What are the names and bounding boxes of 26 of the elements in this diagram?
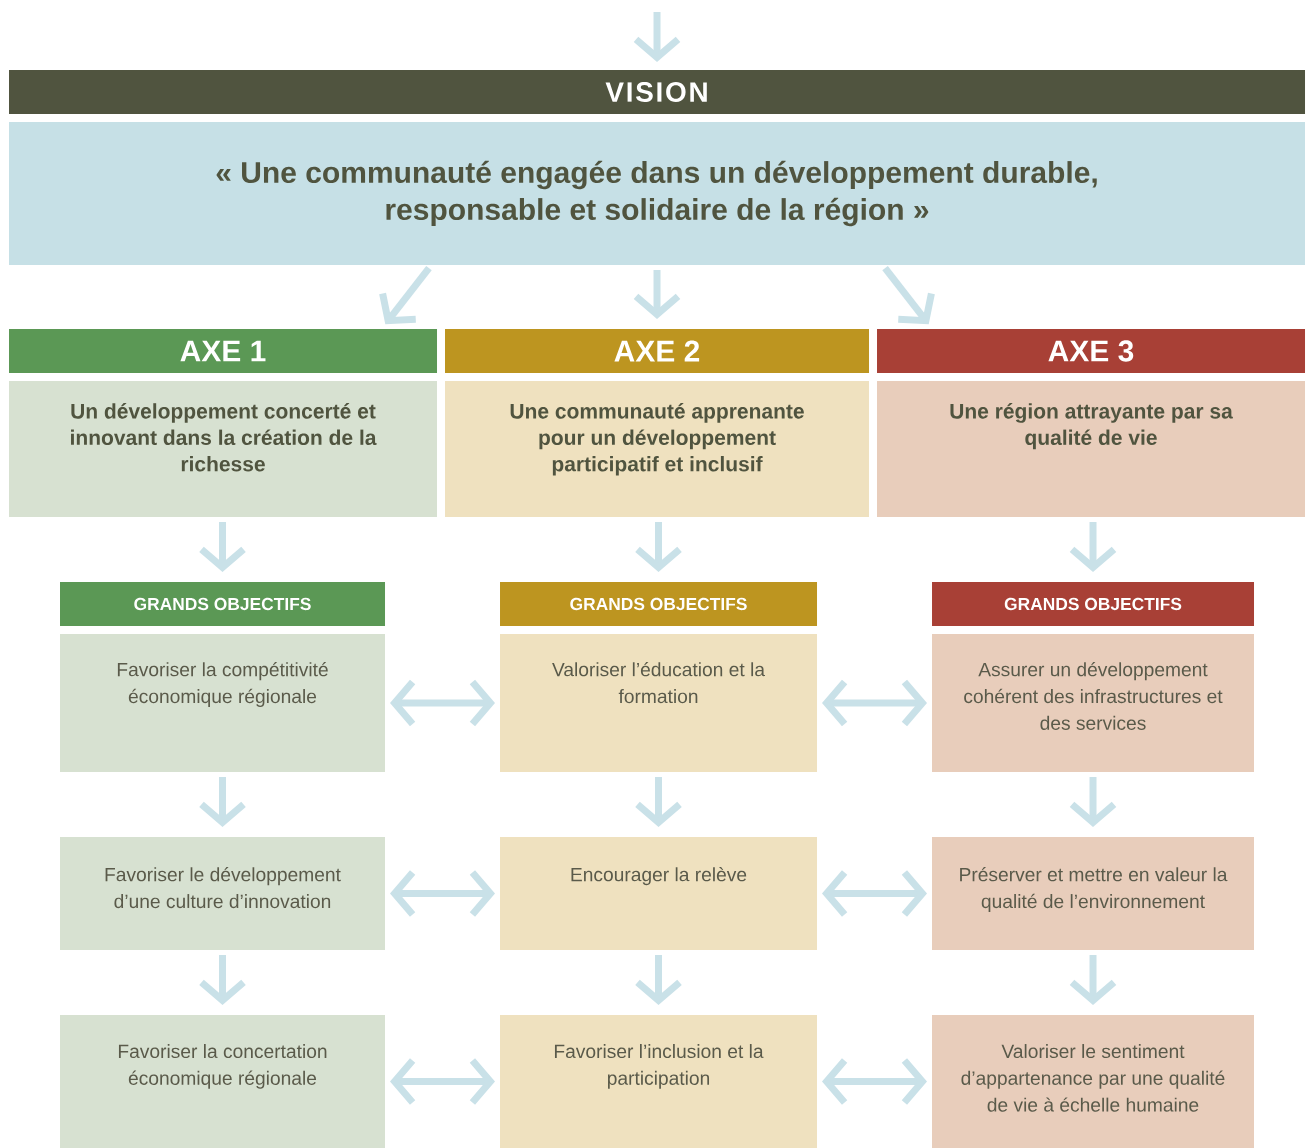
objective-box: Préserver et mettre en valeur la qualité de l’environnement <box>932 837 1254 950</box>
objective-box: Encourager la relève <box>500 837 817 950</box>
objectives-header: GRANDS OBJECTIFS <box>60 582 385 626</box>
arrow <box>390 1058 495 1105</box>
axis-description-box: Une région attrayante par sa qualité de vie <box>877 381 1305 517</box>
axis-header: AXE 3 <box>877 329 1305 373</box>
axis-description-box: Une communauté apprenante pour un développement participatif et inclusif <box>445 381 869 517</box>
objective-box: Favoriser le développement d’une culture d’innovation <box>60 837 385 950</box>
arrow <box>822 1058 927 1105</box>
vision-statement-box: « Une communauté engagée dans un développement durable, responsable et solidaire de la région » <box>9 122 1305 265</box>
objective-box: Valoriser l’éducation et la formation <box>500 634 817 772</box>
arrow <box>822 679 927 727</box>
objectives-header: GRANDS OBJECTIFS <box>500 582 817 626</box>
objective-box: Assurer un développement cohérent des infrastructures et des services <box>932 634 1254 772</box>
axis-header: AXE 1 <box>9 329 437 373</box>
arrow <box>822 870 927 917</box>
arrow <box>390 870 495 917</box>
arrow <box>390 679 495 727</box>
objective-box: Favoriser la concertation économique régionale <box>60 1015 385 1148</box>
objective-box: Favoriser la compétitivité économique régionale <box>60 634 385 772</box>
objective-box: Valoriser le sentiment d’appartenance par une qualité de vie à échelle humaine <box>932 1015 1254 1148</box>
objectives-header: GRANDS OBJECTIFS <box>932 582 1254 626</box>
axis-header: AXE 2 <box>445 329 869 373</box>
objective-box: Favoriser l’inclusion et la participation <box>500 1015 817 1148</box>
axis-description-box: Un développement concerté et innovant dans la création de la richesse <box>9 381 437 517</box>
vision-banner: VISION <box>9 70 1305 114</box>
